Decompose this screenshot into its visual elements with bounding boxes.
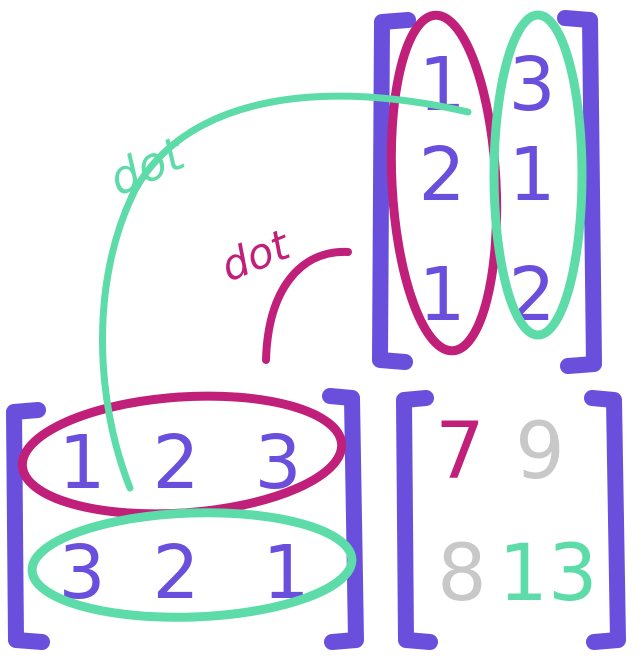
result-entry-r1c2: 9 — [515, 407, 565, 497]
matrix-b-left-bracket — [372, 12, 416, 370]
matrix-a-row2-highlight — [27, 508, 357, 622]
matrix-b-right-bracket — [557, 10, 602, 374]
dot-connector-magenta-arc — [262, 247, 352, 364]
dot-connector-green-arc — [99, 92, 472, 492]
result-entry-r2c1: 8 — [437, 529, 487, 619]
matrix-a-left-bracket — [6, 402, 50, 650]
result-left-bracket — [396, 390, 438, 650]
matrix-b-entry-r1c1: 1 — [418, 42, 465, 128]
matrix-a-entry-r1c1: 1 — [58, 420, 105, 506]
matrix-b-entry-r1c2: 3 — [508, 42, 555, 128]
matrix-b-entry-r2c2: 1 — [508, 132, 555, 218]
result-entry-r2c2: 13 — [498, 529, 597, 619]
result-entry-r1c1: 7 — [435, 407, 485, 497]
result-right-bracket — [584, 390, 626, 650]
matrix-b-entry-r2c1: 2 — [418, 132, 465, 218]
matrix-a-entry-r2c2: 2 — [152, 530, 199, 616]
matrix-b-column2-highlight — [489, 10, 587, 340]
matrix-a-entry-r1c2: 2 — [152, 420, 199, 506]
matrix-a-right-bracket — [322, 388, 364, 650]
